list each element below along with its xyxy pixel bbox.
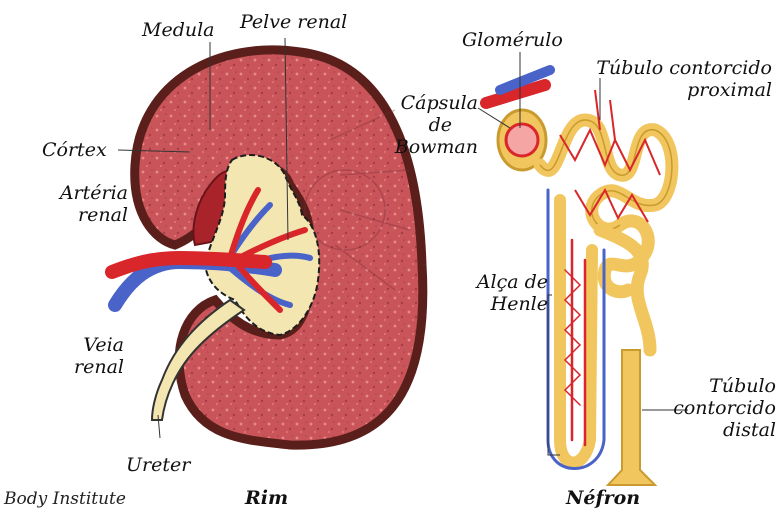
label-capsula-line2: de bbox=[386, 115, 478, 137]
label-capsula-line1: Cápsula bbox=[386, 93, 478, 115]
glomerulus bbox=[506, 124, 538, 156]
label-alca-line1: Alça de bbox=[456, 272, 548, 294]
label-tubulo-proximal: Túbulo contorcido proximal bbox=[572, 58, 772, 102]
label-capsula-line3: Bowman bbox=[386, 137, 478, 159]
label-alca-line2: Henle bbox=[456, 294, 548, 316]
label-cortex: Córtex bbox=[42, 140, 107, 162]
caption-nefron: Néfron bbox=[566, 487, 640, 509]
label-arteria-renal: Artéria renal bbox=[46, 183, 128, 227]
label-pelve-renal: Pelve renal bbox=[240, 12, 347, 34]
caption-rim: Rim bbox=[245, 487, 288, 509]
nephron bbox=[478, 52, 688, 485]
credit-text: Body Institute bbox=[4, 489, 126, 509]
label-ureter: Ureter bbox=[126, 455, 190, 477]
label-veia-line1: Veia bbox=[60, 335, 124, 357]
label-veia-line2: renal bbox=[60, 357, 124, 379]
label-arteria-line1: Artéria bbox=[46, 183, 128, 205]
label-capsula-de-bowman: Cápsula de Bowman bbox=[386, 93, 478, 159]
label-glomerulo: Glomérulo bbox=[462, 30, 563, 52]
collecting-duct bbox=[608, 350, 655, 485]
label-tubulo-proximal-line1: Túbulo contorcido bbox=[572, 58, 772, 80]
kidney bbox=[112, 38, 423, 445]
label-tubulo-distal-line2: contorcido bbox=[660, 398, 776, 420]
label-tubulo-distal-line1: Túbulo bbox=[660, 376, 776, 398]
label-veia-renal: Veia renal bbox=[60, 335, 124, 379]
label-alca-de-henle: Alça de Henle bbox=[456, 272, 548, 316]
label-medula: Medula bbox=[142, 20, 215, 42]
label-arteria-line2: renal bbox=[46, 205, 128, 227]
label-tubulo-proximal-line2: proximal bbox=[572, 80, 772, 102]
label-tubulo-distal-line3: distal bbox=[660, 420, 776, 442]
label-tubulo-distal: Túbulo contorcido distal bbox=[660, 376, 776, 442]
